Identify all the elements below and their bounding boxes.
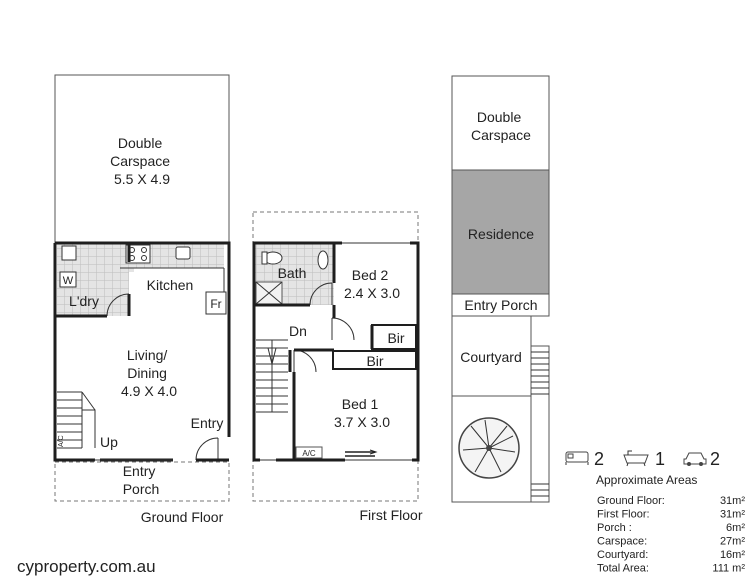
ground-ac-label: A/C — [58, 435, 65, 447]
ground-carspace — [54, 74, 230, 244]
ground-porch-outline — [54, 461, 230, 502]
first-ac-box — [295, 446, 323, 459]
bath-label: Bath — [278, 265, 307, 281]
cooktop — [125, 244, 151, 264]
cars-count: 2 — [710, 449, 720, 469]
areas-table: Approximate Areas Ground Floor: 31m² First… — [596, 473, 745, 575]
tree-icon — [458, 417, 520, 479]
stairs-down-label: Dn — [289, 323, 307, 339]
first-stairs — [256, 339, 288, 413]
site-carspace-label: Double Carspace — [471, 109, 531, 143]
ground-floor-title: Ground Floor — [141, 509, 224, 525]
fridge-label: Fr — [210, 297, 221, 311]
site-plan: Double Carspace Residence Entry Porch Co… — [451, 75, 550, 503]
living-label: Living/ Dining 4.9 X 4.0 — [121, 347, 177, 399]
bed1-door — [293, 349, 317, 373]
site-stairs — [530, 345, 550, 503]
area-row-value: 6m² — [726, 522, 745, 534]
area-row-value: 111 m² — [712, 563, 745, 575]
kitchen-sink — [175, 246, 191, 260]
area-row-value: 31m² — [720, 495, 745, 507]
site-entry-porch-label: Entry Porch — [464, 297, 537, 313]
ground-stairs — [57, 391, 96, 449]
site-courtyard — [451, 315, 532, 397]
stairs-up-label: Up — [100, 434, 118, 450]
site-carspace — [451, 75, 550, 171]
bath-door — [309, 282, 333, 306]
area-row-label: Courtyard: — [597, 549, 648, 561]
ground-internal-walls — [55, 243, 131, 318]
area-row-value: 27m² — [720, 536, 745, 548]
website-label[interactable]: cyproperty.com.au — [17, 557, 156, 576]
first-ac-label: A/C — [302, 449, 316, 458]
site-residence — [451, 169, 550, 295]
first-windows — [260, 242, 412, 461]
site-residence-label: Residence — [468, 226, 534, 242]
first-floor-title: First Floor — [360, 507, 423, 523]
first-internal-walls — [254, 243, 374, 460]
washer-box — [59, 271, 77, 288]
areas-title: Approximate Areas — [596, 473, 697, 487]
fridge-box — [205, 291, 227, 315]
laundry-label: L'dry — [69, 293, 99, 309]
kitchen-bench — [120, 267, 225, 292]
bed1-label: Bed 1 3.7 X 3.0 — [334, 396, 390, 430]
area-row-label: Porch : — [597, 522, 632, 534]
bir2-label: Bir — [366, 353, 383, 369]
laundry-tub — [61, 245, 77, 261]
bed-icon — [565, 451, 589, 465]
bath-icon — [623, 450, 649, 467]
bed2-door — [331, 317, 355, 341]
area-row-value: 31m² — [720, 509, 745, 521]
toilet-cistern — [261, 251, 268, 265]
ground-walls — [53, 241, 231, 462]
washer-label: W — [63, 275, 74, 287]
entry-door — [195, 437, 219, 461]
area-row-label: Ground Floor: — [597, 495, 665, 507]
first-floor-plan: Bath Bed 2 2.4 X 3.0 Dn Bir Bir Bed 1 3.… — [252, 211, 423, 523]
car-icon — [683, 452, 707, 466]
ground-porch-label: Entry Porch — [123, 463, 160, 497]
bed2-label: Bed 2 2.4 X 3.0 — [344, 267, 400, 301]
area-row-label: First Floor: — [597, 509, 650, 521]
kitchen-label: Kitchen — [147, 277, 194, 293]
bir2-box — [332, 350, 417, 370]
area-row-value: 16m² — [720, 549, 745, 561]
area-row-label: Total Area: — [597, 563, 649, 575]
ground-carspace-label: Double Carspace 5.5 X 4.9 — [110, 135, 174, 187]
entry-label: Entry — [191, 415, 224, 431]
vanity-basin — [317, 250, 329, 270]
site-courtyard-label: Courtyard — [460, 349, 521, 365]
sliding-door — [345, 451, 375, 457]
bir1-label: Bir — [387, 330, 404, 346]
beds-count: 2 — [594, 449, 604, 469]
baths-count: 1 — [655, 449, 665, 469]
features-row: 2 1 2 — [565, 449, 720, 469]
area-row-label: Carspace: — [597, 536, 647, 548]
bir1-box — [371, 324, 417, 350]
ground-floor-plan: Double Carspace 5.5 X 4.9 W L'dry Fr Kit… — [53, 74, 231, 525]
